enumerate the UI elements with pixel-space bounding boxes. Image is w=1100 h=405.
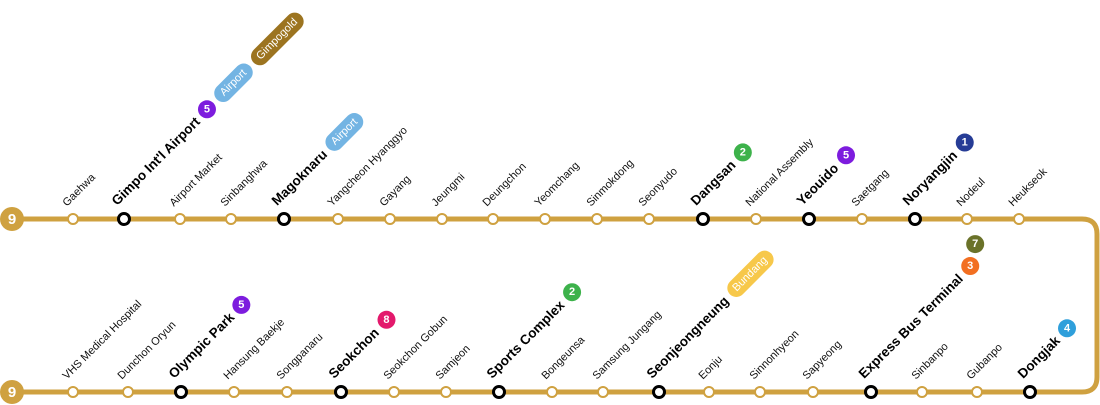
line-9-badge-bottom: 9	[0, 380, 24, 404]
transfer-line-badge: 3	[961, 257, 980, 276]
station-marker[interactable]	[334, 385, 348, 399]
station-marker[interactable]	[539, 213, 551, 225]
station-marker[interactable]	[864, 385, 878, 399]
station-marker[interactable]	[174, 385, 188, 399]
station-marker[interactable]	[174, 213, 186, 225]
transfer-line-badge: 7	[966, 235, 985, 254]
transfer-line-badge: 5	[198, 100, 217, 119]
transfer-line-badge: 2	[733, 143, 752, 162]
transfer-line-badge: 5	[836, 146, 855, 165]
station-marker[interactable]	[436, 213, 448, 225]
station-marker[interactable]	[750, 213, 762, 225]
station-marker[interactable]	[652, 385, 666, 399]
transfer-line-badge: 8	[377, 311, 396, 330]
station-marker[interactable]	[487, 213, 499, 225]
transfer-line-badge: 1	[955, 133, 974, 152]
station-marker[interactable]	[916, 386, 928, 398]
station-marker[interactable]	[67, 213, 79, 225]
station-marker[interactable]	[643, 213, 655, 225]
station-marker[interactable]	[384, 213, 396, 225]
line-9-badge-top: 9	[0, 207, 24, 231]
station-marker[interactable]	[67, 386, 79, 398]
station-marker[interactable]	[961, 213, 973, 225]
transfer-line-badge: 5	[232, 295, 251, 314]
transfer-line-badge: 2	[562, 283, 581, 302]
station-marker[interactable]	[122, 386, 134, 398]
station-marker[interactable]	[388, 386, 400, 398]
station-marker[interactable]	[703, 386, 715, 398]
station-marker[interactable]	[332, 213, 344, 225]
station-marker[interactable]	[281, 386, 293, 398]
station-marker[interactable]	[1013, 213, 1025, 225]
transfer-line-badge: 4	[1058, 319, 1077, 338]
station-marker[interactable]	[597, 386, 609, 398]
station-marker[interactable]	[908, 212, 922, 226]
station-marker[interactable]	[754, 386, 766, 398]
station-marker[interactable]	[277, 212, 291, 226]
station-marker[interactable]	[802, 212, 816, 226]
station-marker[interactable]	[696, 212, 710, 226]
station-marker[interactable]	[856, 213, 868, 225]
station-marker[interactable]	[807, 386, 819, 398]
route-path	[12, 216, 1100, 395]
station-marker[interactable]	[492, 385, 506, 399]
station-marker[interactable]	[971, 386, 983, 398]
station-marker[interactable]	[225, 213, 237, 225]
station-marker[interactable]	[228, 386, 240, 398]
station-marker[interactable]	[117, 212, 131, 226]
station-marker[interactable]	[591, 213, 603, 225]
station-marker[interactable]	[1023, 385, 1037, 399]
station-marker[interactable]	[440, 386, 452, 398]
station-marker[interactable]	[546, 386, 558, 398]
